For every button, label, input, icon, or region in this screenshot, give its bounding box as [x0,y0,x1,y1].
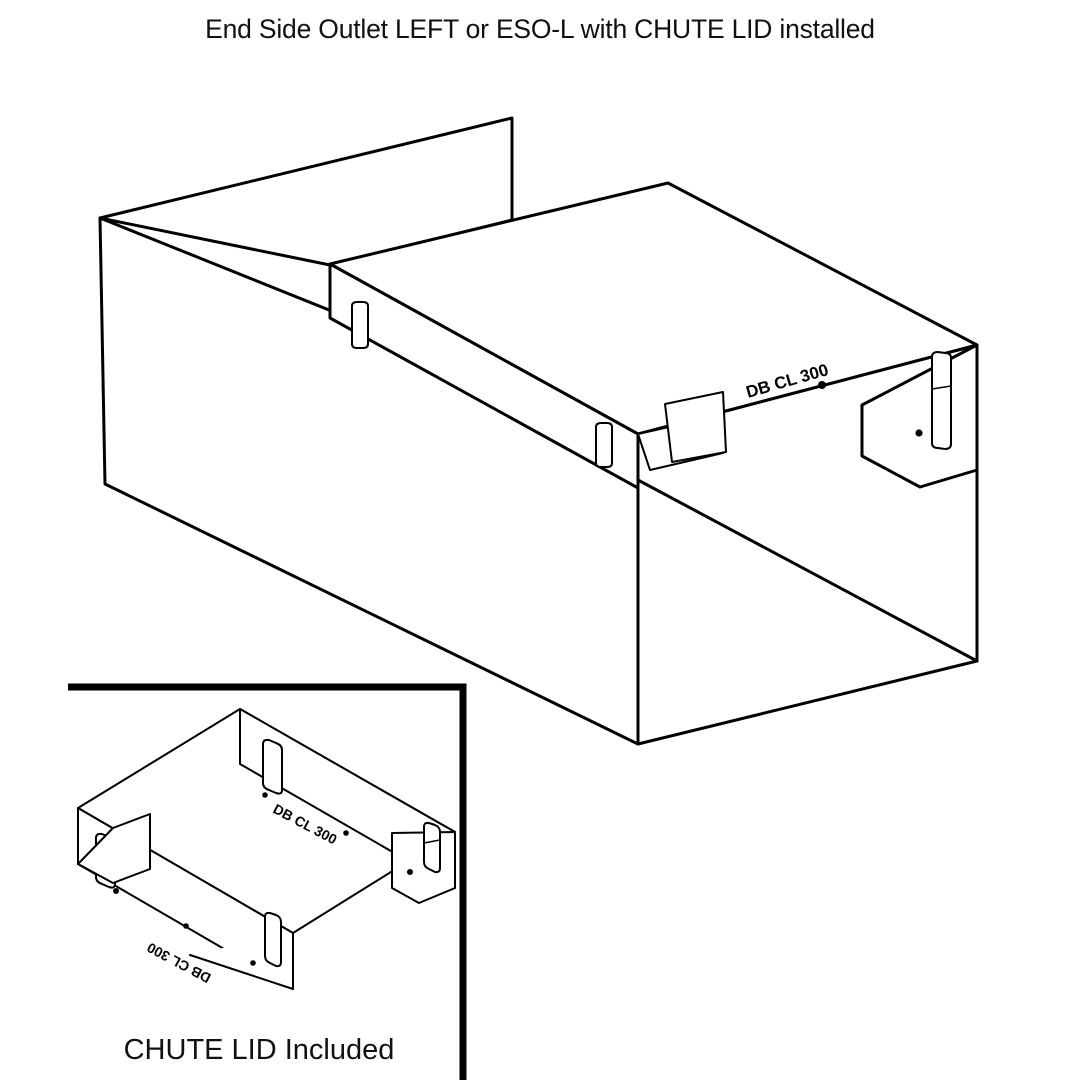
inset-chute-lid-right-end-slot [423,821,441,874]
inset-chute-lid-left-end [77,813,151,884]
chute-lid-right-flange-slot [931,351,952,450]
inset-top-dimple-1 [262,792,268,798]
chute-lid-left-flange-slot [351,301,369,349]
inset-part-marking-front: DB CL 300 [144,939,213,986]
main-assembly-drawing: DB CL 300 [98,116,979,746]
page-title: End Side Outlet LEFT or ESO-L with CHUTE… [205,14,875,44]
inset-frame-border [68,683,467,1080]
inset-front-dimple-2 [250,960,256,966]
inset-right-end-hole [407,869,413,875]
inset-caption: CHUTE LID Included [123,1034,395,1066]
chute-lid-right-flange-hole [915,429,923,437]
chute-lid-top-hole-1 [818,381,826,389]
chute-lid-left-corner-tab [664,391,727,463]
outlet-box-right-face-fold [636,478,979,663]
inset-panel: DB CL 300 DB CL 300 [68,683,467,1080]
inset-chute-lid-front-lip-slot [264,911,282,968]
inset-chute-lid-back-flange-slot [262,738,283,795]
inset-front-dimple-1 [183,923,189,929]
inset-left-end-hole [113,888,119,894]
chute-lid-left-flange [328,262,640,490]
inset-top-dimple-2 [343,830,349,836]
chute-lid-mid-flange-slot [595,422,613,468]
inset-part-marking-front-text: DB CL 300 [144,939,213,986]
